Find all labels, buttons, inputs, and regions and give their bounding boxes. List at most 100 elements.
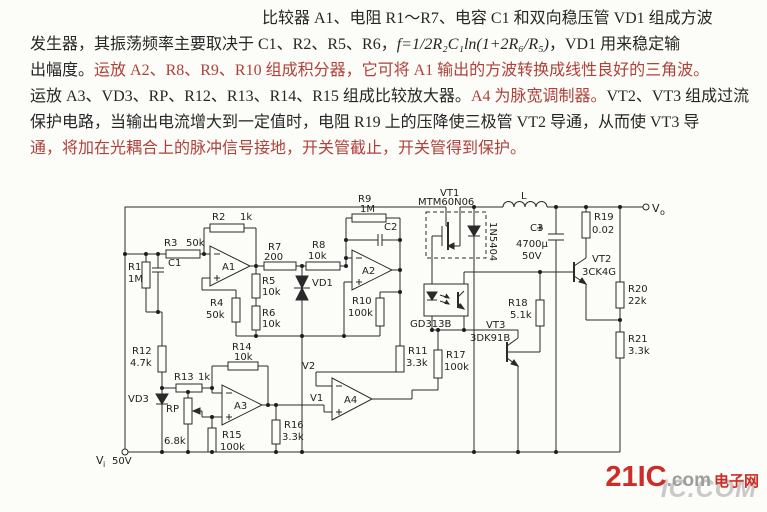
description-line: 出幅度。运放 A2、R8、R9、R10 组成积分器，它可将 A1 输出的方波转换… <box>30 58 746 84</box>
opamp-a2 <box>351 249 394 291</box>
label-a2: A2 <box>362 266 375 277</box>
watermark-brand: 21IC <box>605 461 667 493</box>
label-r15: R15 <box>222 430 242 441</box>
label-c1: C1 <box>168 258 181 269</box>
label-vi: V <box>96 454 104 467</box>
label-r8: R8 <box>312 240 325 251</box>
label-vt2-type: 3CK4G <box>582 267 616 278</box>
label-r20-value: 22k <box>628 296 647 307</box>
watermark-domain: .com <box>666 470 711 491</box>
description-segment: VT2、VT3 组成过流 <box>606 88 750 105</box>
oscillation-formula: f=1/2R₂C₁ln(1+2R₆/R₅) <box>396 36 549 53</box>
resistor-r20 <box>615 281 625 309</box>
opto-led-icon <box>426 291 438 301</box>
description-segment: 通，将加在光耦合上的脉冲信号接地，开关管截止，开关管得到保护。 <box>30 140 527 157</box>
resistor-r6 <box>251 305 261 331</box>
description-segment: 发生器，其振荡频率主要取决于 C1、R2、R5、R6， <box>30 36 397 53</box>
label-r6: R6 <box>262 308 275 319</box>
label-r5-value: 10k <box>262 287 281 298</box>
label-r17: R17 <box>446 350 466 361</box>
label-r19: R19 <box>594 212 614 223</box>
label-r1: R1 <box>128 262 141 273</box>
label-r9-value: 1M <box>360 204 375 215</box>
input-terminal <box>121 448 129 456</box>
output-terminal <box>642 203 650 211</box>
junction-dots <box>123 205 622 454</box>
description-line: 保护电路，当输出电流增大到一定值时，电阻 R19 上的压降使三极管 VT2 导通… <box>30 110 746 136</box>
resistor-r14 <box>227 361 259 371</box>
label-vi-value: 50V <box>112 456 132 467</box>
label-r16: R16 <box>284 420 304 431</box>
resistor-r3 <box>165 249 201 259</box>
label-r10-value: 100k <box>348 308 373 319</box>
label-r14: R14 <box>232 342 252 353</box>
diode-vd3 <box>155 393 169 405</box>
label-r12: R12 <box>132 346 152 357</box>
capacitor-c1 <box>152 267 164 273</box>
label-rp: RP <box>166 404 179 415</box>
label-r20: R20 <box>628 284 648 295</box>
label-r4: R4 <box>210 298 223 309</box>
resistor-r11 <box>395 345 405 373</box>
label-vd2-type: 1N5404 <box>487 222 498 261</box>
label-r10: R10 <box>352 296 372 307</box>
resistor-r19 <box>581 211 591 239</box>
diode-vd2 <box>467 225 481 237</box>
label-r1-value: 1M <box>128 274 143 285</box>
label-r16-value: 3.3k <box>282 432 304 443</box>
label-r19-value: 0.02 <box>592 225 614 236</box>
resistor-r18 <box>535 299 545 327</box>
description-line: 发生器，其振荡频率主要取决于 C1、R2、R5、R6，f=1/2R₂C₁ln(1… <box>30 32 746 58</box>
optocoupler-gd313b <box>423 283 469 317</box>
resistor-r16 <box>271 419 281 445</box>
opamp-a4 <box>331 377 374 421</box>
description-segment: 运放 A2、R8、R9、R10 组成积分器，它可将 A1 输出的方波转换成线性良… <box>94 62 710 79</box>
label-vt3-type: 3DK91B <box>470 333 510 344</box>
label-vt1: VT1 <box>440 188 459 199</box>
inductor-l <box>502 201 548 208</box>
label-r18-value: 5.1k <box>510 310 532 321</box>
resistor-r7 <box>263 261 297 271</box>
resistor-r12 <box>157 345 167 373</box>
label-vt3: VT3 <box>486 320 505 331</box>
label-c3-voltage: 50V <box>522 251 542 262</box>
label-r5: R5 <box>262 276 275 287</box>
resistor-r9 <box>351 213 387 223</box>
label-r13: R13 <box>174 372 194 383</box>
label-r2: R2 <box>212 212 225 223</box>
label-r7-value: 200 <box>264 252 283 263</box>
label-r11-value: 3.3k <box>406 358 428 369</box>
resistor-r15 <box>207 427 217 453</box>
label-r11: R11 <box>408 346 428 357</box>
description-paragraph: 比较器 A1、电阻 R1～R7、电容 C1 和双向稳压管 VD1 组成方波 发生… <box>30 6 749 162</box>
label-r17-value: 100k <box>444 362 469 373</box>
label-v2: V2 <box>302 361 315 372</box>
resistor-r1 <box>141 261 151 289</box>
description-segment: 保护电路，当输出电流增大到一定值时，电阻 R19 上的压降使三极管 VT2 导通… <box>30 114 700 131</box>
description-segment: 出幅度。 <box>30 62 95 79</box>
label-vt2: VT2 <box>592 254 611 265</box>
mosfet-vt1 <box>425 211 487 259</box>
label-c3: C3 <box>530 223 543 234</box>
label-r3: R3 <box>164 238 177 249</box>
label-r2-value: 1k <box>240 212 252 223</box>
label-vo: V <box>652 202 660 215</box>
label-r18: R18 <box>508 298 528 309</box>
label-r21: R21 <box>628 334 648 345</box>
label-vd1: VD1 <box>312 278 333 289</box>
capacitor-c3 <box>537 225 564 241</box>
description-line: 运放 A3、VD3、RP、R12、R13、R14、R15 组成比较放大器。A4 … <box>30 84 749 110</box>
component-labels: R2 1k R3 50k R7 200 R8 10k R9 1M C2 R1 1… <box>96 188 665 469</box>
label-r8-value: 10k <box>308 251 327 262</box>
transistor-vt3 <box>506 337 520 367</box>
label-r12-value: 4.7k <box>130 358 152 369</box>
description-line: 通，将加在光耦合上的脉冲信号接地，开关管截止，开关管得到保护。 <box>30 136 746 162</box>
resistor-r5 <box>251 273 261 299</box>
label-r7: R7 <box>268 242 281 253</box>
resistor-r2 <box>209 223 245 233</box>
label-r14-value: 10k <box>234 352 253 363</box>
label-gd313b: GD313B <box>410 319 452 330</box>
